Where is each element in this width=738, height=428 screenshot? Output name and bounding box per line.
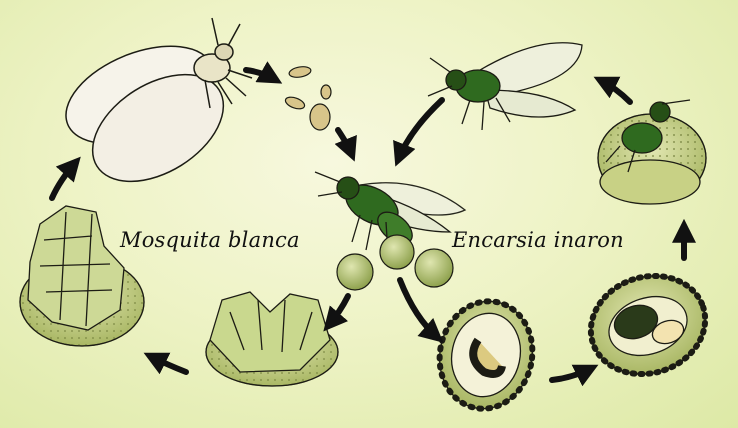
whitefly-puparium [20,206,144,346]
arrow-larva-to-pupa [552,368,592,380]
whitefly-adult [52,18,252,203]
arrow-wasp-to-nymph [328,296,348,326]
arrow-emerging-to-flying [600,80,630,102]
encarsia-wasp-flying [428,43,582,130]
whitefly-eggs [284,65,331,130]
wasp-larva-host [430,293,542,418]
wasp-pupa-cocoon [578,261,718,388]
arrow-eggs-to-wasp [338,130,352,155]
arrow-nymph-to-puparium [150,356,186,372]
arrow-flying-to-wasp [398,100,442,160]
green-egg-cluster [337,235,453,290]
whitefly-label: Mosquita blanca [120,228,300,252]
arrow-adult-to-eggs [246,70,276,80]
arrow-wasp-to-larva [400,280,438,338]
emerging-wasp-scale [598,100,706,204]
parasitoid-label: Encarsia inaron [452,228,624,252]
whitefly-nymph-scale [206,292,338,386]
arrow-puparium-to-adult [52,162,76,198]
